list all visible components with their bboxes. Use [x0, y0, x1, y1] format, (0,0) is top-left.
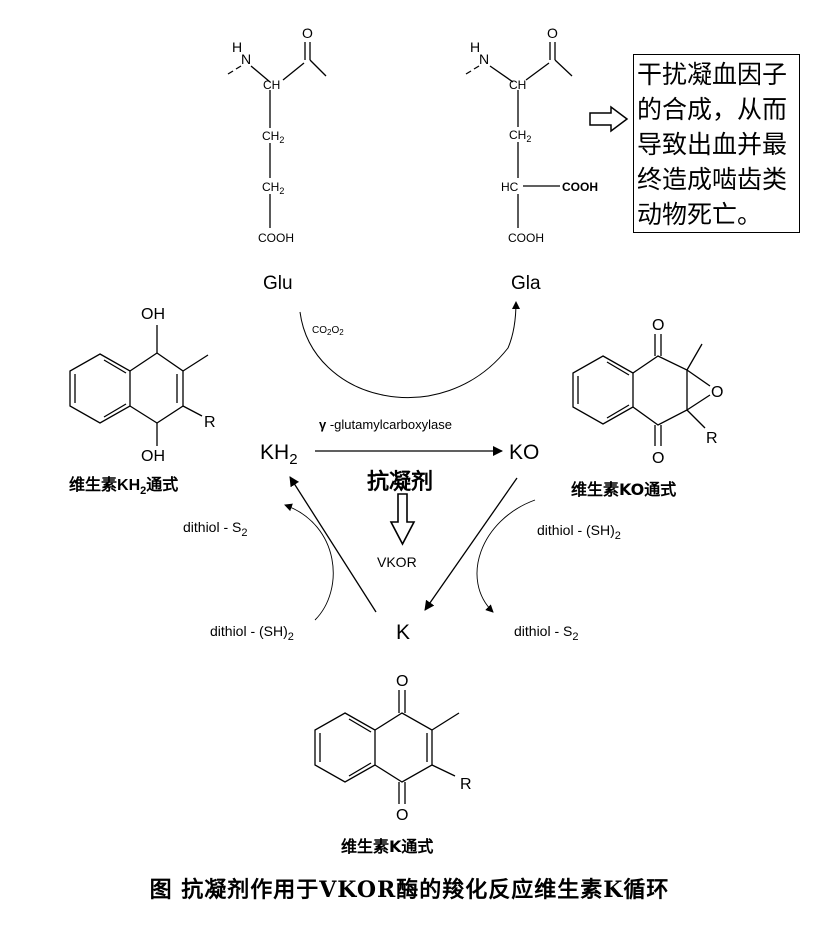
ko-to-k-arrow	[424, 477, 518, 611]
right-dithiol-arc-arrow	[476, 499, 536, 613]
k-node: K	[396, 621, 410, 644]
glu-structure	[227, 42, 327, 228]
kh2-structure	[69, 325, 209, 446]
glu-ch: CH	[263, 78, 280, 92]
ko-structure	[572, 334, 711, 446]
note-line: 干扰凝血因子	[637, 60, 788, 89]
left-dithiol-sh2: dithiol - (SH)2	[210, 623, 294, 643]
ko-caption: 维生素KO通式	[571, 480, 676, 499]
right-dithiol-sh2: dithiol - (SH)2	[537, 522, 621, 542]
glu-h: H	[232, 39, 242, 55]
kh2-r: R	[204, 414, 216, 431]
glu-ch2-b: CH2	[262, 180, 284, 196]
k-o-bottom: O	[396, 807, 408, 824]
gla-ch2: CH2	[509, 128, 531, 144]
note-line: 终造成啮齿类	[637, 165, 788, 194]
inhibition-arrow-icon	[389, 493, 416, 546]
k-structure	[314, 690, 460, 804]
kh2-oh-top: OH	[141, 306, 165, 323]
gla-hc: HC	[501, 180, 519, 194]
ko-r: R	[706, 430, 718, 447]
gla-ch: CH	[509, 78, 526, 92]
ko-o-top: O	[652, 317, 664, 334]
carboxylation-arc-arrow	[299, 301, 520, 399]
gla-h: H	[470, 39, 480, 55]
k-to-kh2-arrow	[289, 476, 377, 613]
glu-o: O	[302, 25, 313, 41]
k-o-top: O	[396, 673, 408, 690]
gla-structure	[465, 42, 573, 228]
k-caption: 维生素K通式	[341, 837, 433, 856]
anticoagulant-label: 抗凝剂	[367, 469, 433, 495]
gla-cooh: COOH	[508, 231, 544, 245]
kh2-node: KH2	[260, 441, 298, 468]
hollow-arrow-icon	[589, 105, 629, 133]
k-r: R	[460, 776, 472, 793]
ko-o-epoxide: O	[711, 384, 723, 401]
ko-o-bottom: O	[652, 450, 664, 467]
enzyme-label: γ -glutamylcarboxylase	[319, 417, 452, 432]
vkor-label: VKOR	[377, 554, 417, 570]
glu-label: Glu	[263, 273, 293, 294]
left-dithiol-s2: dithiol - S2	[183, 519, 247, 539]
note-line: 的合成，从而	[637, 95, 788, 124]
note-line: 导致出血并最	[637, 130, 788, 159]
glu-ch2-a: CH2	[262, 129, 284, 145]
right-dithiol-s2: dithiol - S2	[514, 623, 578, 643]
glu-n: N	[241, 51, 251, 67]
left-dithiol-arc-arrow	[284, 503, 334, 621]
note-line: 动物死亡。	[637, 200, 763, 229]
gla-cooh-side: COOH	[562, 180, 598, 194]
figure-caption: 图 抗凝剂作用于VKOR酶的羧化反应维生素K循环	[149, 877, 670, 903]
co2-o2-label: CO2O2	[312, 325, 344, 337]
gla-o: O	[547, 25, 558, 41]
glu-cooh: COOH	[258, 231, 294, 245]
gla-n: N	[479, 51, 489, 67]
gla-label: Gla	[511, 273, 541, 294]
ko-node: KO	[509, 441, 539, 464]
kh2-caption: 维生素KH2通式	[69, 475, 178, 497]
kh2-oh-bottom: OH	[141, 448, 165, 465]
note-box: 干扰凝血因子 的合成，从而 导致出血并最 终造成啮齿类 动物死亡。	[633, 54, 800, 233]
